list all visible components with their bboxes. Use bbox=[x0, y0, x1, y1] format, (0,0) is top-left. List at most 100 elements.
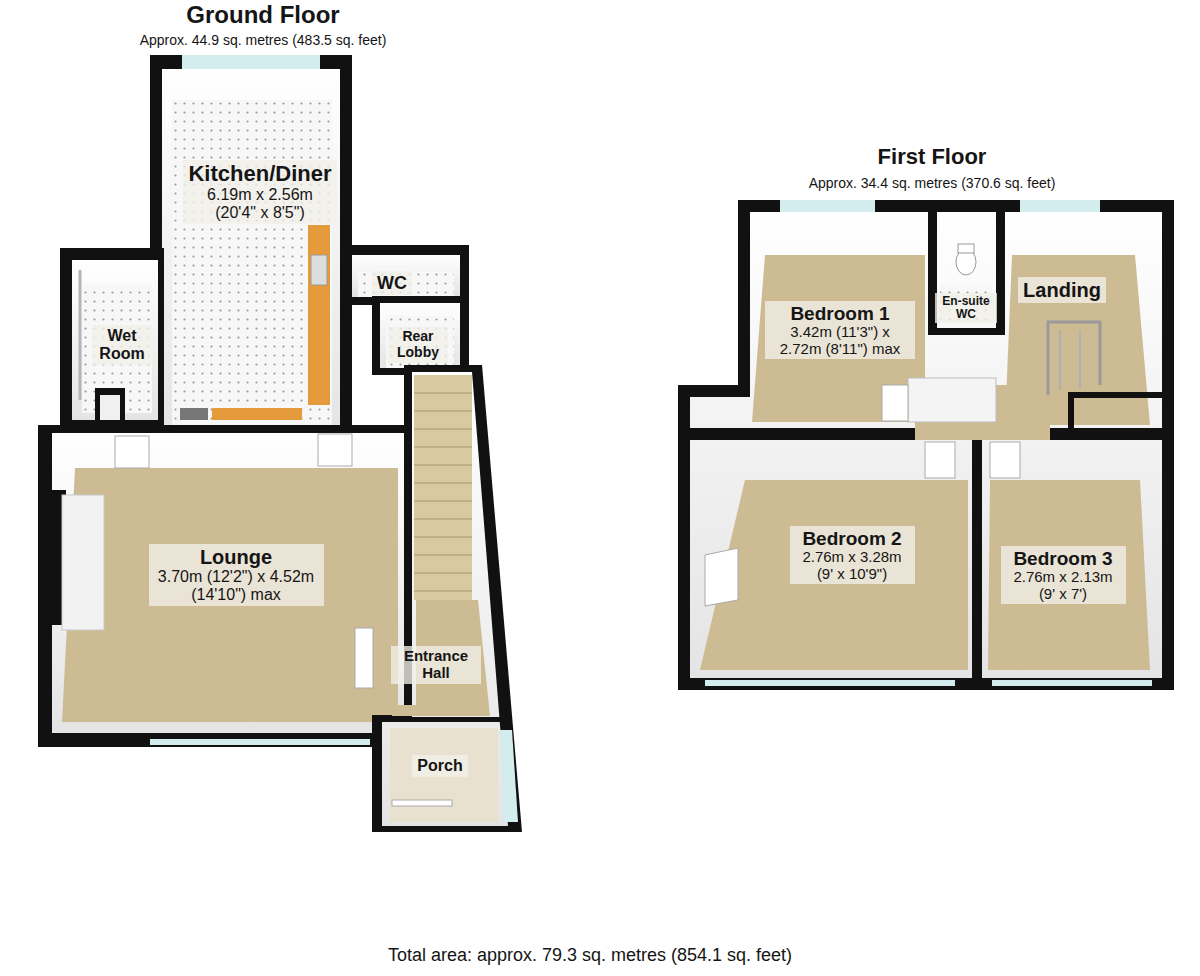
wet-room-shape bbox=[60, 248, 164, 428]
room-dimensions: 6.19m x 2.56m (20'4" x 8'5") bbox=[190, 186, 330, 222]
kitchen-room-shape bbox=[180, 408, 208, 420]
wet-room-shape bbox=[95, 388, 125, 424]
rear-lobby-room-shape bbox=[380, 303, 460, 368]
lounge-room-shape bbox=[62, 495, 104, 630]
room-name: En-suite WC bbox=[938, 295, 994, 322]
first-floor-fittings-shape bbox=[1079, 330, 1081, 388]
room-label: WC bbox=[372, 271, 412, 295]
room-name: WC bbox=[377, 273, 407, 293]
kitchen-room-shape bbox=[212, 408, 302, 420]
lounge-room-shape bbox=[355, 628, 373, 688]
first-floor-walls-shape bbox=[908, 378, 996, 422]
room-label: Bedroom 32.76m x 2.13m (9' x 7') bbox=[1001, 546, 1126, 605]
first-floor-fittings-shape bbox=[990, 442, 1020, 478]
ground-floor-plan bbox=[38, 55, 522, 832]
rear-lobby-room-shape bbox=[372, 296, 469, 375]
room-dimensions: 3.70m (12'2") x 4.52m (14'10") max bbox=[154, 568, 319, 604]
room-name: Rear Lobby bbox=[393, 329, 443, 360]
stairs-hall-porch-shape bbox=[382, 372, 508, 826]
first-floor-fittings-shape bbox=[705, 548, 738, 606]
first-floor-floors-shape bbox=[988, 480, 1150, 670]
wet-room-shape bbox=[100, 395, 120, 420]
first-floor-walls-shape bbox=[928, 328, 1005, 335]
first-floor-walls-shape bbox=[1050, 428, 1164, 440]
room-dimensions: 2.76m x 3.28m (9' x 10'9") bbox=[795, 549, 910, 583]
first-floor-walls-shape bbox=[690, 428, 915, 440]
room-label: Landing bbox=[1018, 277, 1106, 303]
room-dimensions: 2.76m x 2.13m (9' x 7') bbox=[1006, 569, 1121, 603]
room-name: Kitchen/Diner bbox=[188, 162, 331, 187]
lounge-room-shape bbox=[150, 739, 370, 745]
stairs-hall-porch-shape bbox=[390, 728, 498, 822]
first-floor-fittings-shape bbox=[1059, 330, 1061, 390]
room-dimensions: 3.42m (11'3") x 2.72m (8'11") max bbox=[770, 324, 910, 358]
lounge-room-shape bbox=[62, 468, 398, 722]
first-floor-windows-shape bbox=[1020, 200, 1100, 212]
stairs-hall-porch-shape bbox=[414, 393, 472, 591]
first-floor-walls bbox=[690, 205, 1164, 685]
room-label: Rear Lobby bbox=[388, 327, 448, 362]
kitchen-room-shape bbox=[311, 255, 327, 285]
wet-room bbox=[60, 248, 164, 428]
lounge-room-shape bbox=[318, 434, 352, 466]
stairs-hall-porch-shape bbox=[414, 375, 472, 600]
kitchen-room-shape bbox=[162, 69, 340, 437]
stairs-hall-porch-shape bbox=[500, 730, 518, 822]
kitchen-room bbox=[150, 55, 352, 447]
stairs-hall-porch-shape bbox=[380, 717, 500, 722]
room-name: Entrance Hall bbox=[396, 648, 476, 682]
wet-room-shape bbox=[79, 270, 82, 400]
room-label: Bedroom 13.42m (11'3") x 2.72m (8'11") m… bbox=[765, 301, 915, 360]
room-name: Lounge bbox=[154, 546, 319, 568]
floor-area: Approx. 34.4 sq. metres (370.6 sq. feet) bbox=[809, 175, 1056, 191]
room-name: Porch bbox=[417, 757, 462, 775]
room-label: Lounge3.70m (12'2") x 4.52m (14'10") max bbox=[149, 544, 324, 606]
first-floor-plan-shape bbox=[678, 200, 1174, 690]
wc-room-shape bbox=[358, 270, 454, 297]
first-floor-walls-shape bbox=[996, 205, 1005, 333]
stairs-hall-porch-shape bbox=[392, 600, 490, 716]
first-floor-windows-shape bbox=[780, 200, 875, 212]
first-floor-fittings-shape bbox=[925, 442, 955, 478]
lounge-room-shape bbox=[52, 433, 404, 733]
kitchen-room-shape bbox=[182, 55, 320, 69]
first-floor-floors-shape bbox=[700, 480, 968, 670]
room-name: Wet Room bbox=[97, 327, 147, 363]
kitchen-room-shape bbox=[150, 55, 352, 447]
floor-area: Approx. 44.9 sq. metres (483.5 sq. feet) bbox=[140, 32, 387, 48]
rear-lobby-room-shape bbox=[386, 316, 454, 368]
first-floor-floors-shape bbox=[752, 255, 925, 422]
first-floor-floors bbox=[700, 255, 1150, 670]
first-floor-fittings-shape bbox=[958, 244, 974, 253]
kitchen-room-shape bbox=[172, 100, 332, 430]
first-floor-walls-shape bbox=[972, 440, 982, 685]
room-label: Wet Room bbox=[92, 325, 152, 365]
lounge-room-shape bbox=[115, 436, 149, 468]
wet-room-shape bbox=[72, 260, 158, 420]
wc-room-shape bbox=[352, 255, 460, 297]
room-name: Bedroom 2 bbox=[795, 528, 910, 549]
rear-lobby-room bbox=[372, 296, 469, 375]
first-floor-walls-shape bbox=[1068, 392, 1162, 398]
stairs-hall-porch bbox=[372, 365, 522, 832]
first-floor-fittings-shape bbox=[1048, 322, 1100, 395]
first-floor-windows-shape bbox=[705, 680, 955, 686]
first-floor-fittings-shape bbox=[882, 385, 908, 421]
first-floor-plan bbox=[678, 200, 1174, 690]
first-floor-windows-shape bbox=[992, 680, 1152, 686]
room-label: Kitchen/Diner6.19m x 2.56m (20'4" x 8'5"… bbox=[183, 160, 336, 224]
floor-heading: First Floor bbox=[878, 144, 987, 169]
room-name: Landing bbox=[1023, 279, 1101, 301]
total-area-caption: Total area: approx. 79.3 sq. metres (854… bbox=[388, 945, 792, 966]
room-label: Porch bbox=[412, 755, 467, 777]
stairs-hall-porch-shape bbox=[372, 365, 522, 832]
floor-heading: Ground Floor bbox=[186, 1, 339, 29]
stairs-hall-porch-shape bbox=[392, 800, 452, 806]
lounge-room bbox=[38, 425, 418, 747]
lounge-room-shape bbox=[38, 425, 418, 747]
room-label: En-suite WC bbox=[935, 293, 997, 324]
room-label: Bedroom 22.76m x 3.28m (9' x 10'9") bbox=[790, 526, 915, 585]
